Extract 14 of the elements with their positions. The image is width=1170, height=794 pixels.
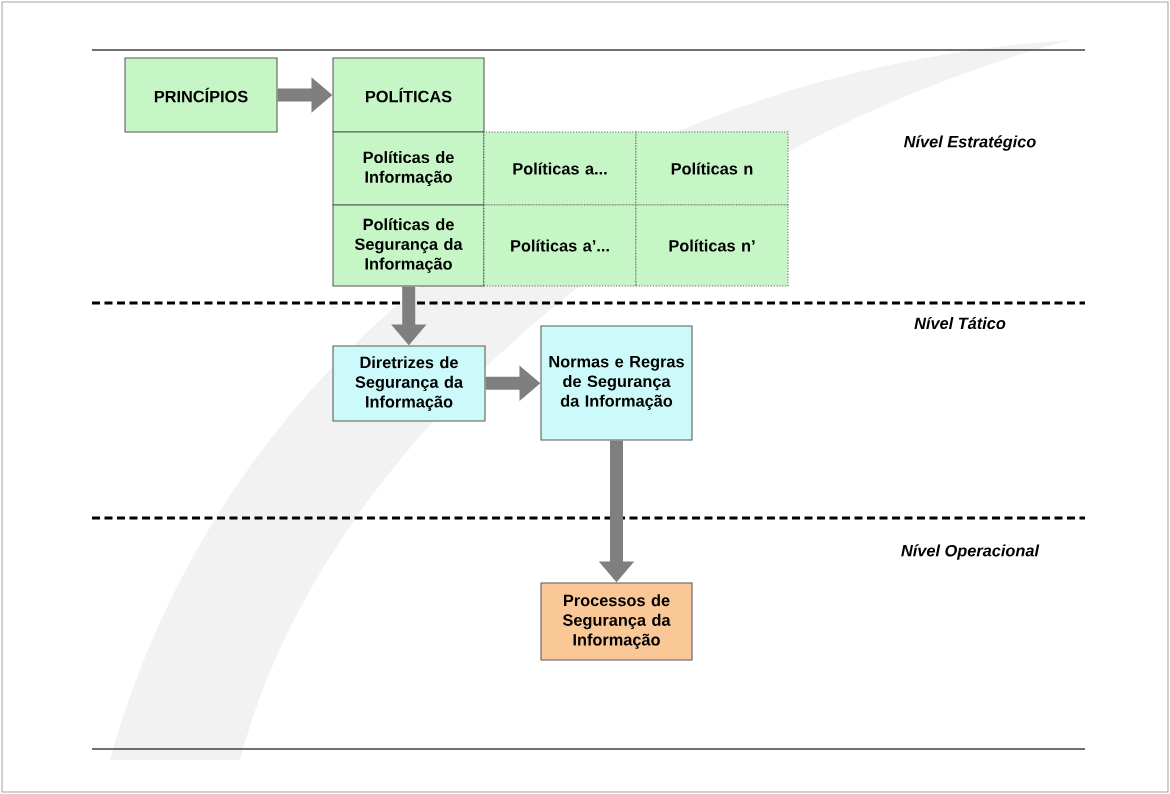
process-box: Normas e Regras de Segurança da Informação <box>540 325 693 441</box>
table-cell: Políticas a... <box>483 131 637 206</box>
table-cell: Políticas de Segurança da Informação <box>332 204 485 287</box>
table-cell: Políticas n’ <box>635 204 789 287</box>
table-cell: Políticas n <box>635 131 789 206</box>
table-cell: Políticas a’... <box>483 204 637 287</box>
process-box: Diretrizes de Segurança da Informação <box>332 345 486 422</box>
level-label: Nível Estratégico <box>903 135 1036 151</box>
process-box: Processos de Segurança da Informação <box>540 582 693 661</box>
level-label: Nível Operacional <box>901 544 1040 560</box>
process-box: POLÍTICAS <box>332 57 485 133</box>
process-box: PRINCÍPIOS <box>124 57 278 133</box>
level-label: Nível Tático <box>914 316 1006 330</box>
table-cell: Políticas de Informação <box>332 131 485 206</box>
